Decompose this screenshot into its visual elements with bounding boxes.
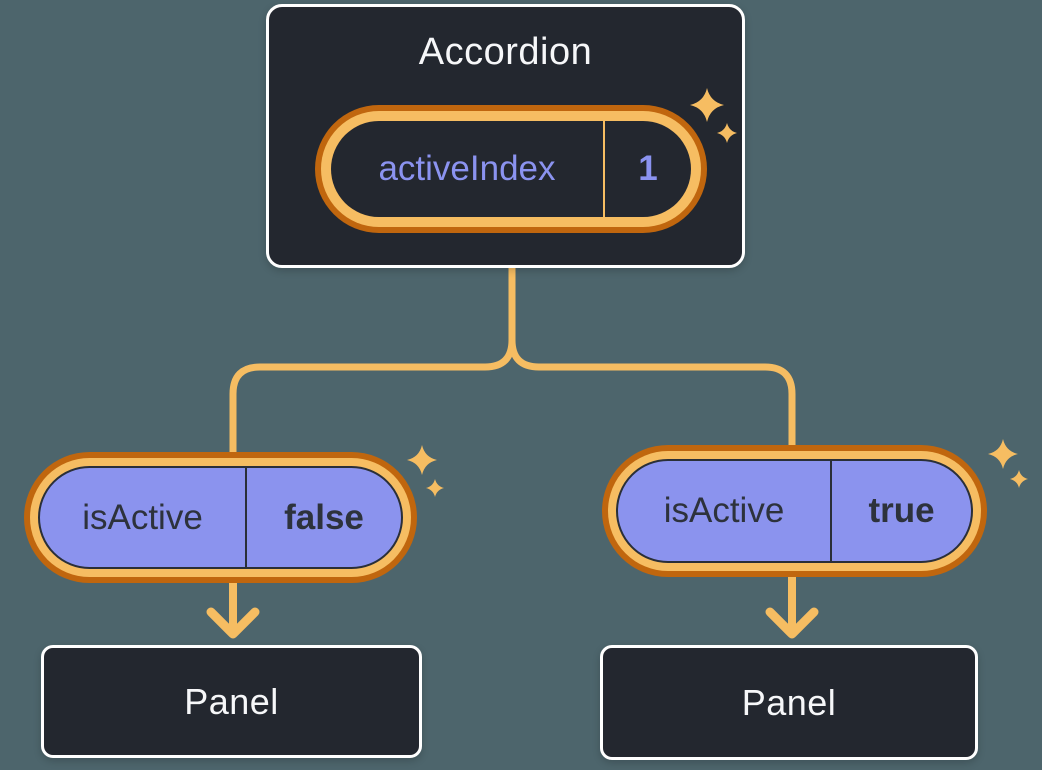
prop-name-label-right: isActive [663,491,785,530]
panel-node-left: Panel [41,645,422,758]
sparkle-icon [407,445,437,475]
sparkle-icon [426,479,444,497]
state-name-label: activeIndex [378,149,556,188]
accordion-node: Accordion activeIndex 1 [266,4,745,268]
prop-name-label-left: isActive [82,497,203,537]
prop-pill-left: isActive false [24,452,417,583]
state-pill: activeIndex 1 [315,105,707,233]
state-pill-divider [603,121,605,217]
prop-pill-right-divider [830,461,832,561]
sparkle-icon [1010,470,1028,488]
arrow-head-icon-left [206,607,260,639]
sparkle-icon [988,439,1018,469]
prop-pill-left-body: isActive false [38,466,403,569]
state-pill-body: activeIndex 1 [331,121,691,217]
prop-pill-right-body: isActive true [616,459,973,563]
panel-node-right: Panel [600,645,978,760]
panel-label-right: Panel [741,681,837,723]
prop-pill-left-divider [245,468,247,567]
prop-value-label-left: false [284,497,364,537]
prop-value-label-right: true [868,491,935,530]
state-pill-ring: activeIndex 1 [321,111,701,227]
prop-pill-left-ring: isActive false [30,458,411,577]
state-value-label: 1 [638,149,658,188]
accordion-title: Accordion [418,31,593,73]
connector-line-right [508,266,796,447]
connector-line-left [229,266,516,453]
arrow-head-icon-right [765,607,819,639]
panel-label-left: Panel [184,680,279,722]
prop-pill-right-ring: isActive true [608,451,981,571]
prop-pill-right: isActive true [602,445,987,577]
